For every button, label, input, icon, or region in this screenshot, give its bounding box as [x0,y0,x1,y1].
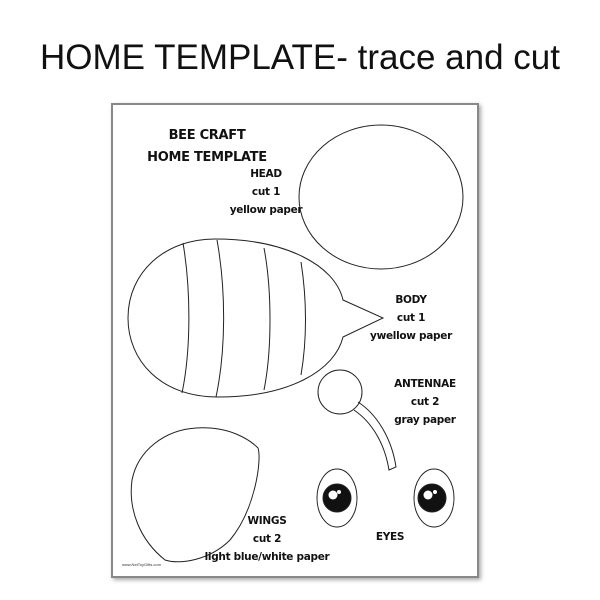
wings-label: WINGS cut 2 light blue/white paper [205,512,330,566]
right-eye-shape [413,468,455,528]
slide-title: HOME TEMPLATE- trace and cut [40,38,560,77]
heading-line-1: BEE CRAFT [168,128,246,143]
head-material: yellow paper [229,204,303,216]
antennae-name: ANTENNAE [394,378,456,390]
heading-line-2: HOME TEMPLATE [147,150,267,165]
head-shape [298,124,464,270]
eyes-label: EYES [375,531,405,543]
wings-count: cut 2 [252,533,282,545]
body-shape [127,238,385,398]
antennae-label: ANTENNAE cut 2 gray paper [394,375,456,429]
wings-name: WINGS [247,515,287,527]
wing-shape [130,427,260,563]
watermark: www.NetToyGifts.com [122,562,161,567]
template-heading: BEE CRAFT HOME TEMPLATE [147,125,267,169]
body-material: ywellow paper [370,330,452,342]
body-label: BODY cut 1 ywellow paper [370,291,452,345]
left-eye-shape [316,468,358,528]
antennae-material: gray paper [394,414,456,426]
wings-material: light blue/white paper [204,551,330,563]
body-name: BODY [395,294,427,306]
head-count: cut 1 [251,186,281,198]
body-count: cut 1 [396,312,426,324]
antennae-count: cut 2 [410,396,440,408]
head-name: HEAD [250,168,282,180]
head-label: HEAD cut 1 yellow paper [230,165,303,219]
antenna-shape [317,369,397,471]
